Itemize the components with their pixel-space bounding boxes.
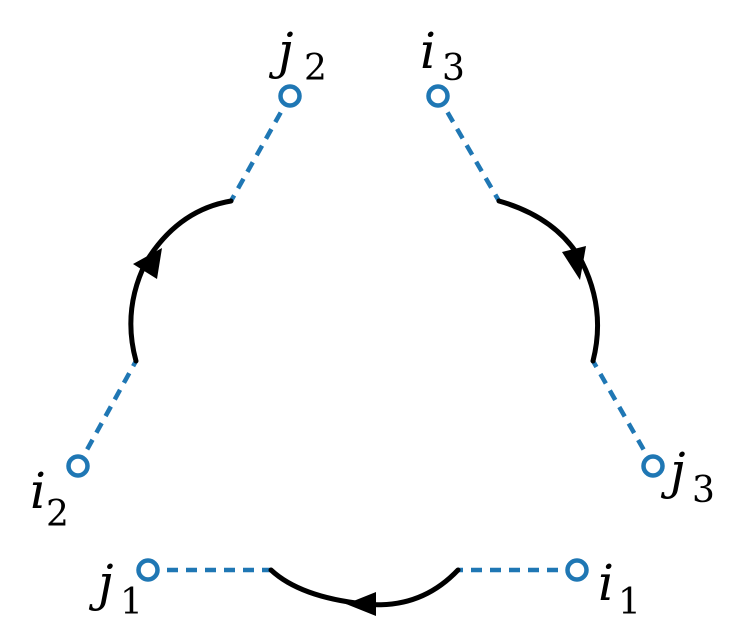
propagator-right	[496, 198, 601, 364]
arrowhead-left	[133, 248, 162, 279]
label-j1: j 1	[88, 554, 143, 623]
label-i3: i 3	[420, 22, 465, 89]
arrowheads	[133, 246, 586, 616]
label-i2-letter: i	[30, 462, 46, 520]
vertex-i2	[66, 454, 90, 478]
label-j1-index: 1	[120, 582, 143, 623]
label-i3-letter: i	[420, 22, 436, 80]
dashed-line-i3	[436, 94, 501, 203]
arrowhead-right	[562, 246, 586, 280]
vertex-i1	[565, 558, 589, 582]
labels: j 2 i 3 i 2 j 3 j 1 i 1	[30, 22, 715, 623]
vertex-j1	[136, 558, 160, 582]
label-i2: i 2	[30, 462, 69, 535]
vertex-i3	[426, 84, 450, 108]
label-i1-index: 1	[618, 582, 641, 623]
label-j3-index: 3	[692, 470, 715, 511]
label-i1-letter: i	[598, 554, 614, 612]
vertices	[66, 84, 665, 582]
label-j2: j 2	[268, 22, 327, 89]
arrowhead-bottom	[346, 592, 376, 616]
dashed-lines	[76, 94, 655, 573]
label-j2-letter: j	[268, 22, 294, 80]
dashed-line-j2	[229, 94, 292, 203]
label-j3-letter: j	[660, 442, 686, 500]
vertex-j2	[278, 84, 302, 108]
vertex-j3	[641, 454, 665, 478]
propagator-left	[128, 198, 234, 364]
label-j2-index: 2	[304, 48, 327, 89]
propagator-arcs	[128, 198, 601, 608]
dashed-line-i2	[76, 359, 138, 468]
label-i3-index: 3	[442, 48, 465, 89]
label-i2-index: 2	[46, 494, 69, 535]
dashed-line-j3	[591, 359, 655, 468]
label-i1: i 1	[598, 554, 641, 623]
label-j1-letter: j	[88, 554, 114, 612]
label-j3: j 3	[660, 442, 715, 511]
